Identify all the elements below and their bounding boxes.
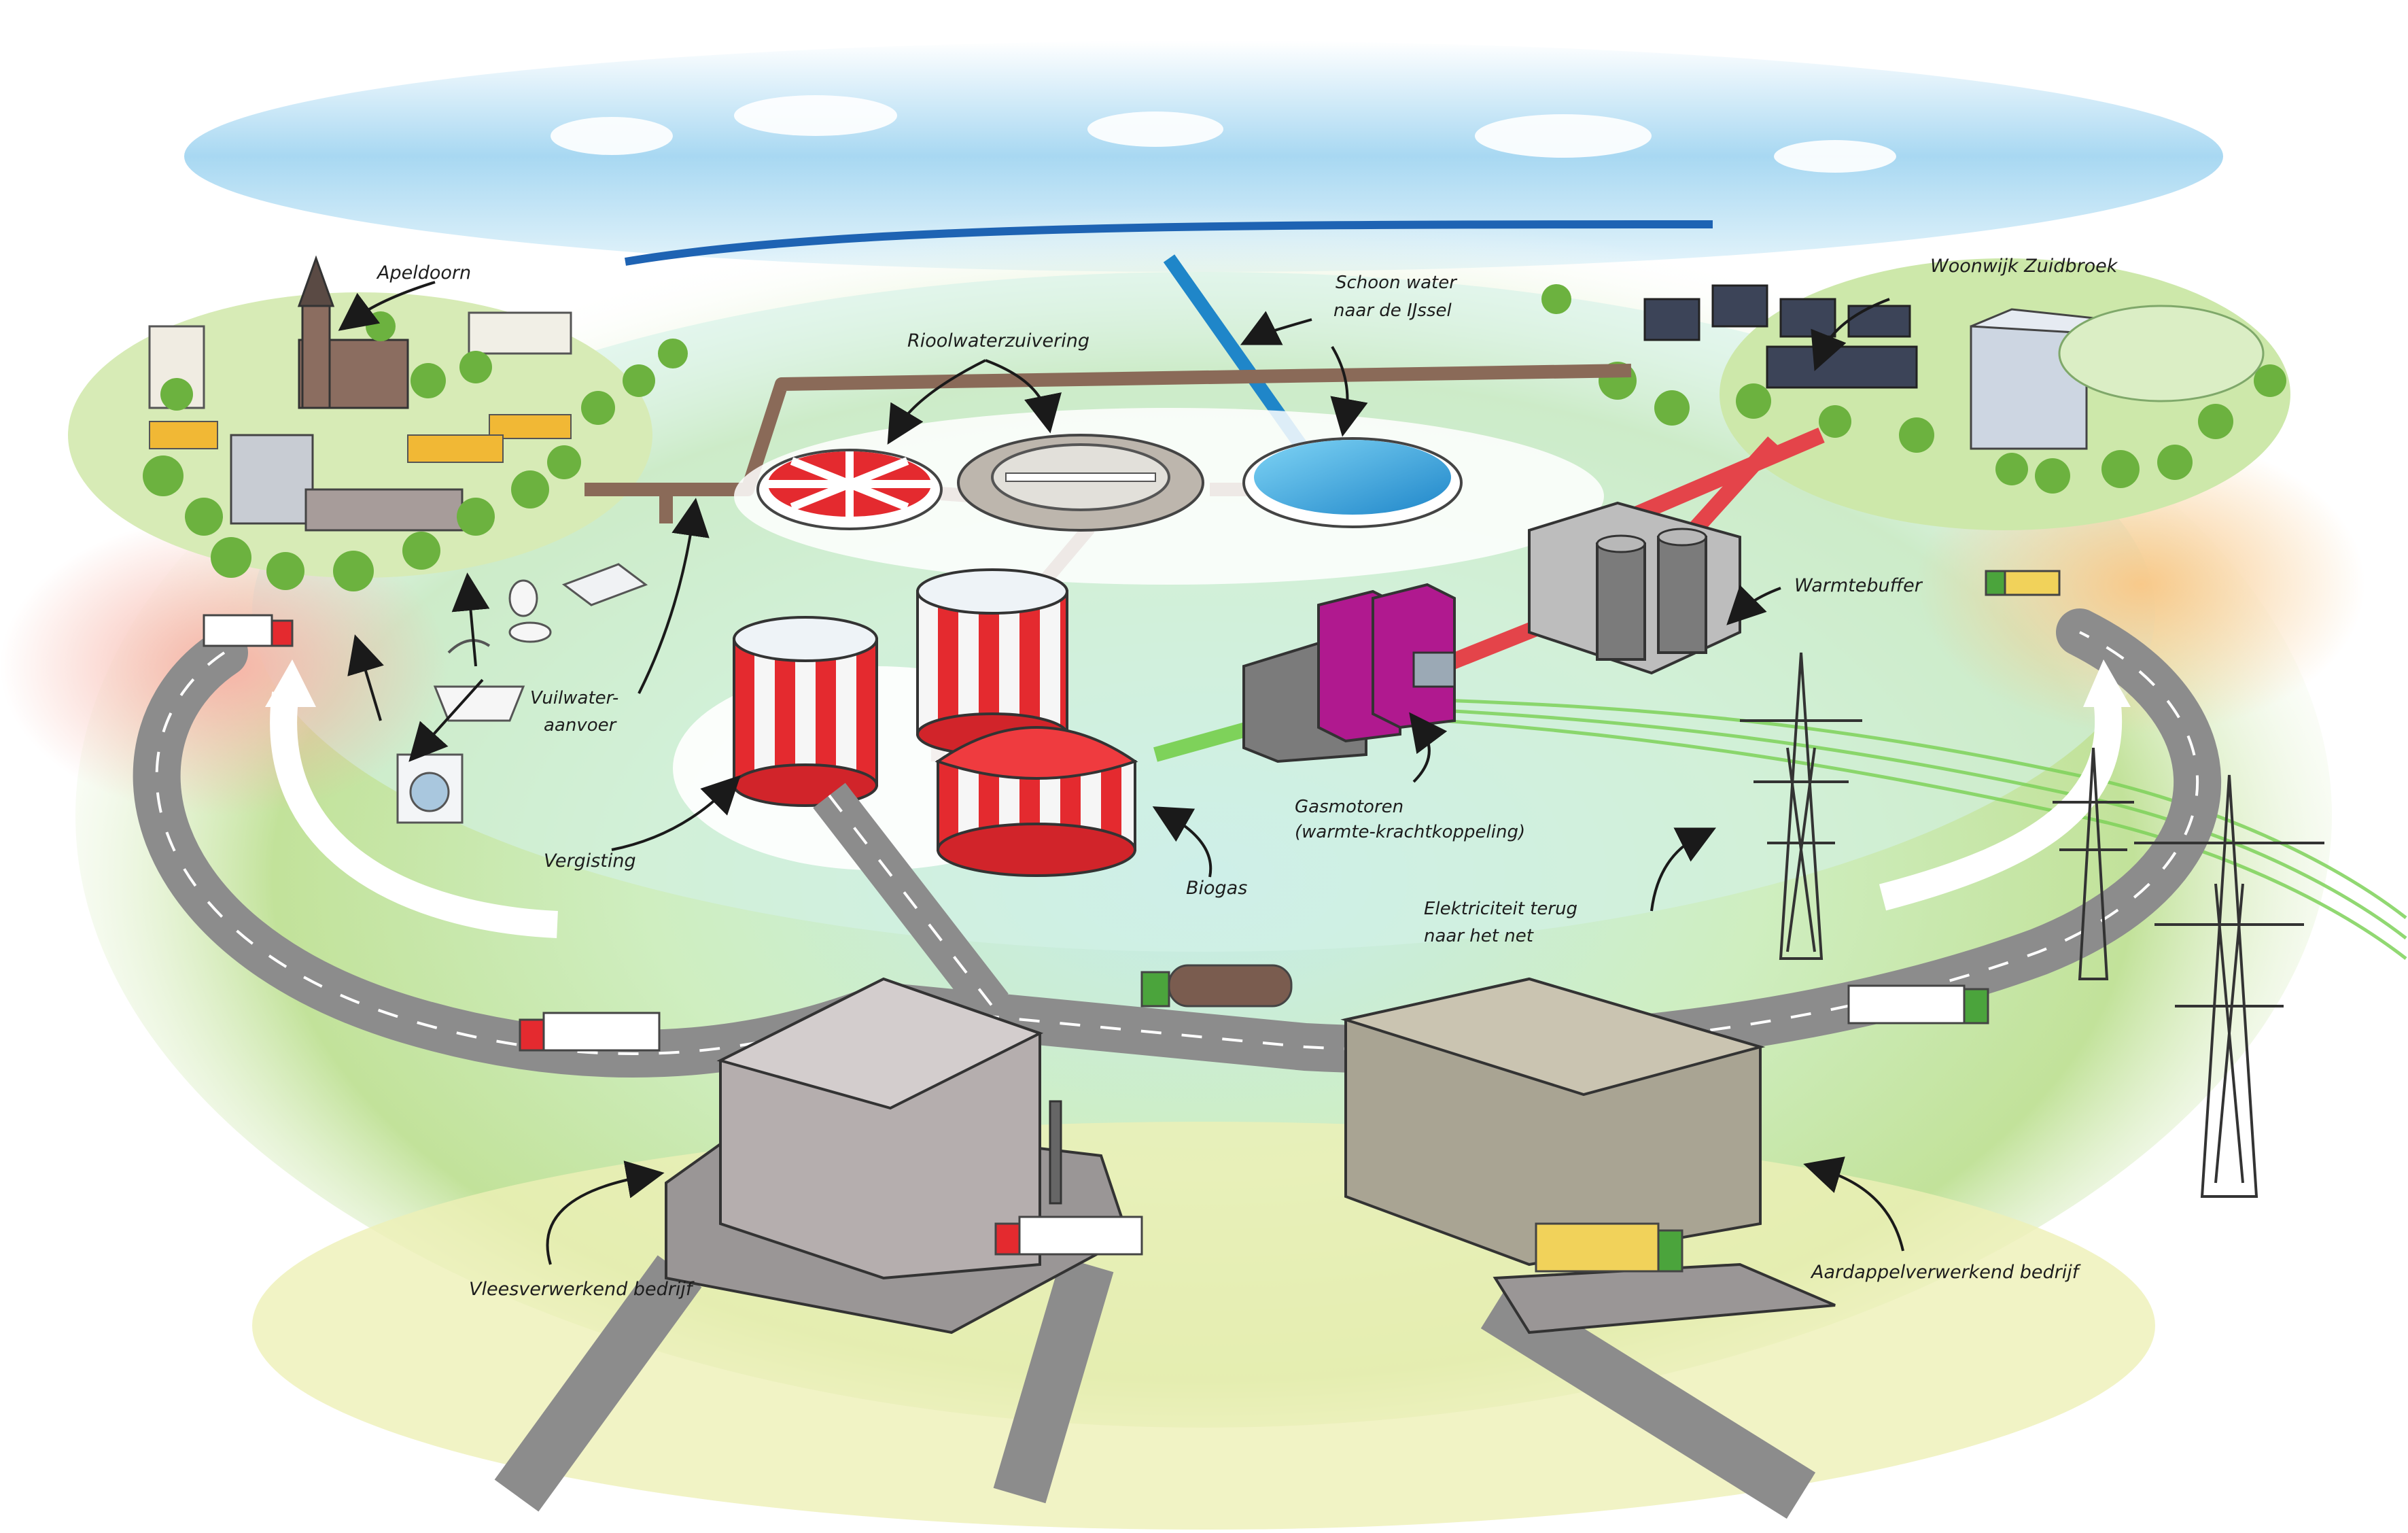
label-gasmotoren-2: (warmte-krachtkoppeling) [1295,822,1525,842]
label-woonwijk: Woonwijk Zuidbroek [1930,256,2118,277]
town-apeldoorn [68,255,688,591]
sky [184,41,2223,272]
trucks [203,570,2061,1273]
potato-processing-plant [1340,977,1836,1334]
biogas-dome [935,726,1138,877]
truck-icon [1985,570,2061,596]
heat-buffer [1528,501,1741,675]
label-elektriciteit-1: Elektriciteit terug [1424,899,1577,919]
label-gasmotoren-1: Gasmotoren [1295,797,1403,817]
meat-processing-plant [665,977,1130,1334]
label-elektriciteit-2: naar het net [1424,926,1534,946]
label-aardappelverwerkend: Aardappelverwerkend bedrijf [1810,1262,2081,1283]
power-pylons [1740,652,2324,1198]
household-icons [396,563,648,824]
truck-icon [1847,984,1989,1024]
label-rioolwaterzuivering: Rioolwaterzuivering [907,330,1089,351]
power-lines [1440,698,2407,960]
truck-icon [203,614,294,647]
pylon-icon [2134,774,2324,1198]
bathtub-icon [433,685,525,722]
labels: Apeldoorn Rioolwaterzuivering Schoon wat… [376,256,2118,1300]
basin-blue [1242,437,1463,528]
district-zuidbroek [1541,258,2290,530]
water-treatment-basins [734,408,1604,585]
label-apeldoorn: Apeldoorn [376,262,471,283]
pylon-icon [1740,652,1862,960]
ring-road [133,608,2222,1519]
label-vuilwater-1: Vuilwater- [530,688,618,708]
digester-tank-2 [916,568,1068,756]
church-icon [297,255,409,409]
digesters [673,568,1138,877]
pylon-icon [2053,747,2134,980]
faucet-icon [447,639,491,654]
label-vleesverwerkend: Vleesverwerkend bedrijf [469,1279,695,1300]
toilet-icon [508,579,552,643]
washing-machine-icon [396,753,464,824]
truck-icon [994,1216,1143,1256]
basin-grey [957,434,1204,532]
label-warmtebuffer: Warmtebuffer [1794,575,1923,596]
callout-arrows [338,281,1904,1265]
label-vuilwater-2: aanvoer [544,715,618,736]
truck-icon [1535,1222,1683,1273]
label-schoon-water-2: naar de IJssel [1333,300,1452,321]
flow-arrows [265,659,2131,938]
basin-red [756,449,943,530]
label-schoon-water-1: Schoon water [1336,273,1458,293]
label-vergisting: Vergisting [544,850,636,872]
river-ijssel [625,220,1713,266]
gas-engines-chp [1242,583,1456,763]
truck-icon [1140,964,1293,1007]
truck-icon [519,1012,661,1052]
label-biogas: Biogas [1186,878,1247,899]
sink-icon [561,563,648,606]
digester-tank-1 [733,616,878,807]
